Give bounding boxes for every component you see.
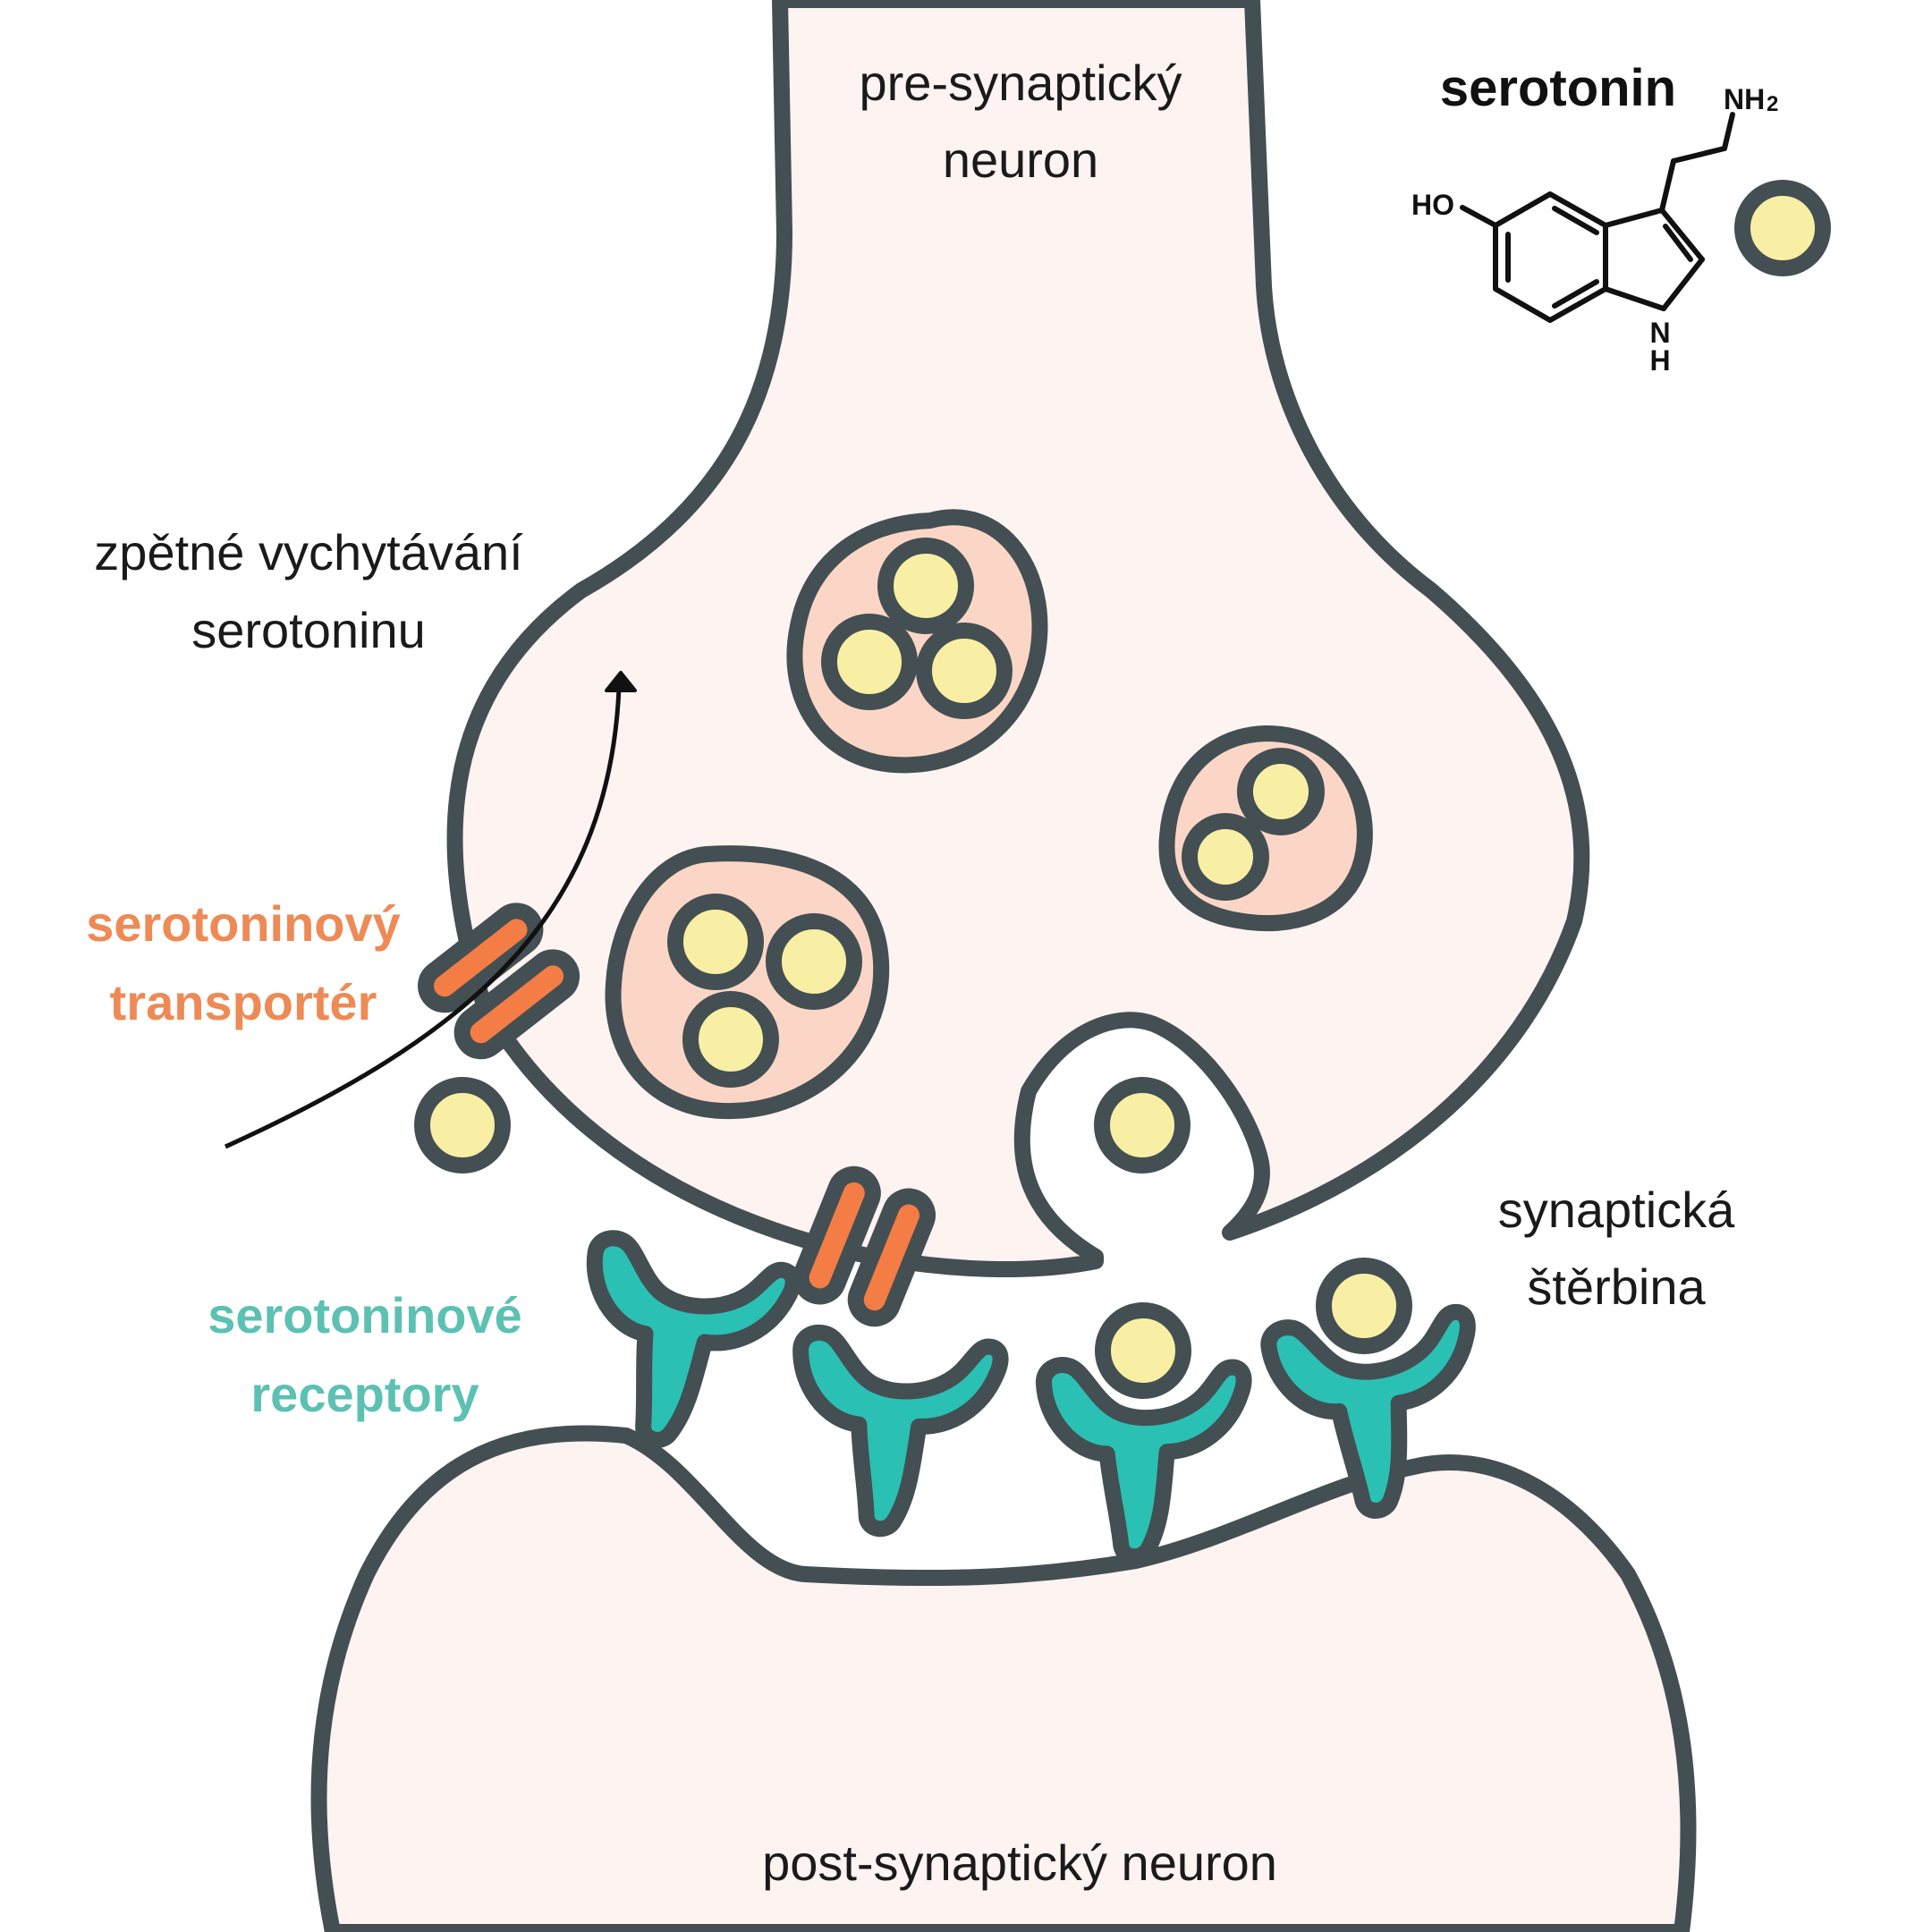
- serotonin-transporter-bottom: [792, 1165, 936, 1327]
- ring-nitrogen-label: N: [1649, 317, 1670, 349]
- serotonin-molecule: [414, 1077, 511, 1174]
- cleft-label-line1: synaptická: [1498, 1182, 1735, 1238]
- serotonin-title: serotonin: [1440, 59, 1676, 117]
- hydroxyl-group-label: HO: [1411, 189, 1454, 221]
- serotonin-molecule: [1094, 1077, 1191, 1174]
- serotonin-structure: [1460, 112, 1735, 323]
- serotonin-molecule: [1316, 1258, 1412, 1354]
- serotonin-molecule: [877, 538, 974, 634]
- serotonin-molecule: [821, 614, 918, 710]
- reuptake-arrow: [224, 671, 637, 1149]
- reuptake-label-line1: zpětné vychytávání: [94, 524, 523, 580]
- serotonin-receptor: [1035, 1357, 1252, 1565]
- serotonin-molecule: [1182, 813, 1269, 901]
- amine-subscript-label: 2: [1767, 92, 1778, 116]
- transporter-label-line2: transportér: [110, 974, 377, 1030]
- serotonin-receptor: [792, 1324, 1009, 1538]
- serotonin-transporter-left: [418, 902, 580, 1060]
- cleft-label-line2: štěrbina: [1527, 1258, 1706, 1315]
- serotonin-group-vesicles: [667, 538, 1325, 1088]
- reuptake-label-line2: serotoninu: [191, 602, 426, 658]
- serotonin-molecule-legend: [1734, 180, 1831, 276]
- pre-synaptic-label-line2: neuron: [943, 131, 1098, 188]
- post-synaptic-neuron: [310, 1425, 1697, 1932]
- serotonin-receptor: [586, 1230, 801, 1448]
- serotonin-group-free: [414, 180, 1831, 1399]
- serotonin-molecule: [667, 894, 764, 990]
- amine-group-label: NH: [1724, 83, 1765, 115]
- pre-synaptic-label-line1: pre-synaptický: [859, 55, 1182, 111]
- serotonin-molecule: [766, 913, 862, 1010]
- post-synaptic-label: post-synaptický neuron: [762, 1835, 1277, 1891]
- serotonin-molecule: [1237, 748, 1325, 835]
- serotonin-molecule: [1095, 1302, 1191, 1399]
- serotonin-molecule: [916, 623, 1013, 719]
- transporter-label-line1: serotoninový: [86, 895, 401, 952]
- ring-hydrogen-label: H: [1649, 344, 1670, 377]
- receptors-label-line1: serotoninové: [208, 1287, 522, 1343]
- serotonin-molecule: [682, 991, 779, 1088]
- serotonin-receptor: [1260, 1303, 1476, 1519]
- receptors-label-line2: receptory: [250, 1366, 479, 1422]
